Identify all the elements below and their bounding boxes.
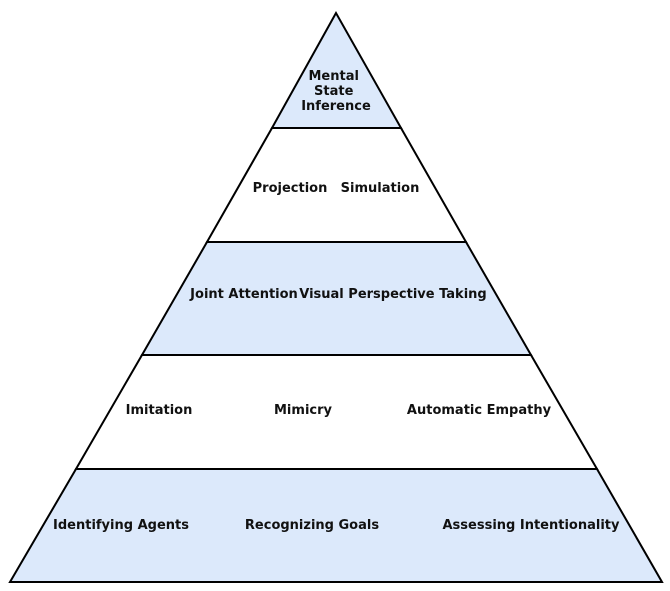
tier-5-band	[8, 468, 664, 583]
tier-5-label-recognizing-goals: Recognizing Goals	[245, 518, 379, 533]
tier-1-label: Mental State Inference	[301, 69, 371, 114]
tier-3-label-visual-perspective-taking: Visual Perspective Taking	[299, 287, 486, 302]
tier-5-label-identifying-agents: Identifying Agents	[53, 518, 189, 533]
tier-1-label-line-2: State	[314, 84, 354, 99]
tier-4-label-automatic-empathy: Automatic Empathy	[407, 403, 552, 418]
tier-5-label-assessing-intentionality: Assessing Intentionality	[443, 518, 621, 533]
tier-2-label-projection: Projection	[253, 181, 328, 196]
tier-3-label-joint-attention: Joint Attention	[189, 287, 298, 302]
tier-4-label-mimicry: Mimicry	[274, 403, 333, 418]
tier-1-label-line-3: Inference	[301, 99, 371, 114]
tier-2-band	[205, 127, 468, 243]
tier-4-label-imitation: Imitation	[126, 403, 193, 418]
tier-2-label-simulation: Simulation	[341, 181, 420, 196]
tier-1-label-line-1: Mental	[309, 69, 359, 84]
